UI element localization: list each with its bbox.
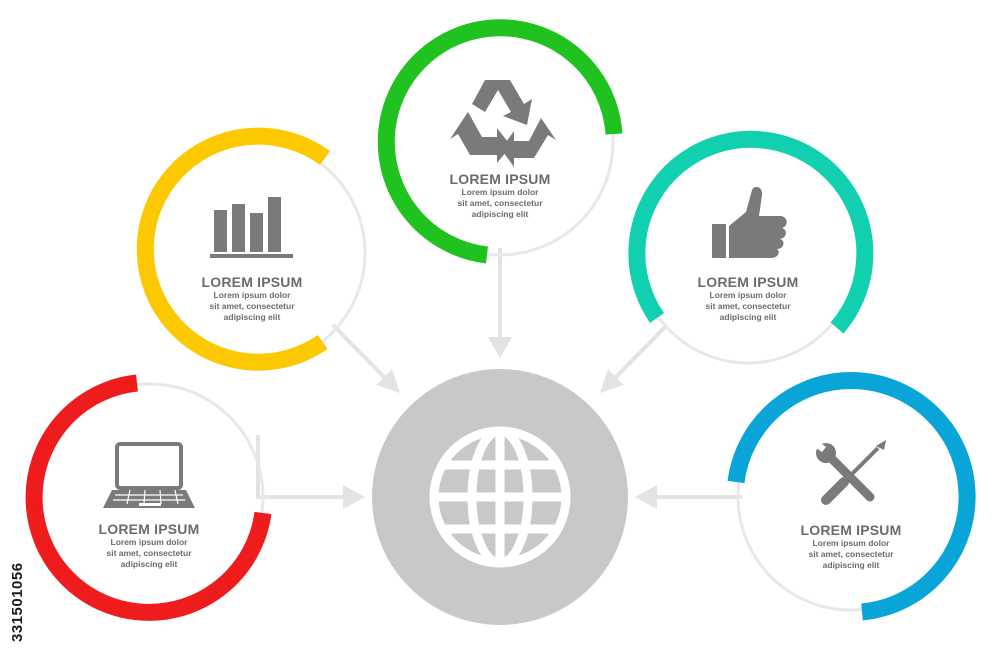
node-desc-line: adipiscing elit (223, 312, 281, 322)
node-desc-line: adipiscing elit (822, 560, 880, 570)
node-title: LOREM IPSUM (800, 522, 902, 538)
node-text-recycle: LOREM IPSUM Lorem ipsum dolor sit amet, … (420, 171, 580, 220)
arrowhead-laptop (343, 485, 365, 509)
connector-laptop (256, 435, 345, 499)
node-desc-line: adipiscing elit (120, 559, 178, 569)
node-thumb-arc (628, 130, 874, 334)
bar-chart-icon (210, 197, 293, 258)
arrowhead-thumb (600, 369, 624, 393)
node-tools-arc (727, 372, 976, 621)
node-text-tools: LOREM IPSUM Lorem ipsum dolor sit amet, … (771, 522, 931, 571)
node-laptop (25, 374, 272, 621)
node-recycle (377, 19, 623, 264)
node-chart (136, 127, 367, 371)
node-desc-line: Lorem ipsum dolor (709, 290, 787, 300)
node-text-laptop: LOREM IPSUM Lorem ipsum dolor sit amet, … (69, 521, 229, 570)
arrowhead-tools (635, 485, 657, 509)
connector-chart (331, 323, 387, 380)
wrench-screwdriver-icon (816, 440, 886, 505)
node-text-thumb: LOREM IPSUM Lorem ipsum dolor sit amet, … (668, 274, 828, 323)
node-title: LOREM IPSUM (98, 521, 200, 537)
node-chart-arc (136, 127, 331, 371)
node-desc-line: adipiscing elit (719, 312, 777, 322)
node-tools (727, 372, 976, 621)
node-desc-line: sit amet, consectetur (106, 548, 192, 558)
node-desc-line: Lorem ipsum dolor (812, 538, 890, 548)
node-desc-line: sit amet, consectetur (209, 301, 295, 311)
node-recycle-arc (377, 19, 623, 264)
arrowhead-recycle (488, 337, 512, 358)
node-desc-line: sit amet, consectetur (457, 198, 543, 208)
node-desc-line: sit amet, consectetur (705, 301, 791, 311)
arrowhead-chart (376, 369, 400, 393)
center-node (372, 369, 628, 625)
node-desc-line: Lorem ipsum dolor (110, 537, 188, 547)
node-desc-line: sit amet, consectetur (808, 549, 894, 559)
node-title: LOREM IPSUM (449, 171, 551, 187)
stock-id-watermark: 331501056 (6, 410, 30, 650)
globe-icon (429, 426, 571, 568)
node-title: LOREM IPSUM (201, 274, 303, 290)
node-desc-line: Lorem ipsum dolor (461, 187, 539, 197)
connectors (256, 248, 742, 509)
laptop-icon (103, 442, 195, 508)
node-title: LOREM IPSUM (697, 274, 799, 290)
node-thumb (628, 130, 874, 365)
recycle-icon (450, 80, 556, 167)
node-desc-line: adipiscing elit (471, 209, 529, 219)
node-desc-line: Lorem ipsum dolor (213, 290, 291, 300)
node-laptop-arc (25, 374, 272, 621)
stock-id-text: 331501056 (9, 562, 26, 642)
connector-thumb (613, 323, 669, 380)
thumbs-up-icon (712, 187, 787, 258)
node-text-chart: LOREM IPSUM Lorem ipsum dolor sit amet, … (172, 274, 332, 323)
